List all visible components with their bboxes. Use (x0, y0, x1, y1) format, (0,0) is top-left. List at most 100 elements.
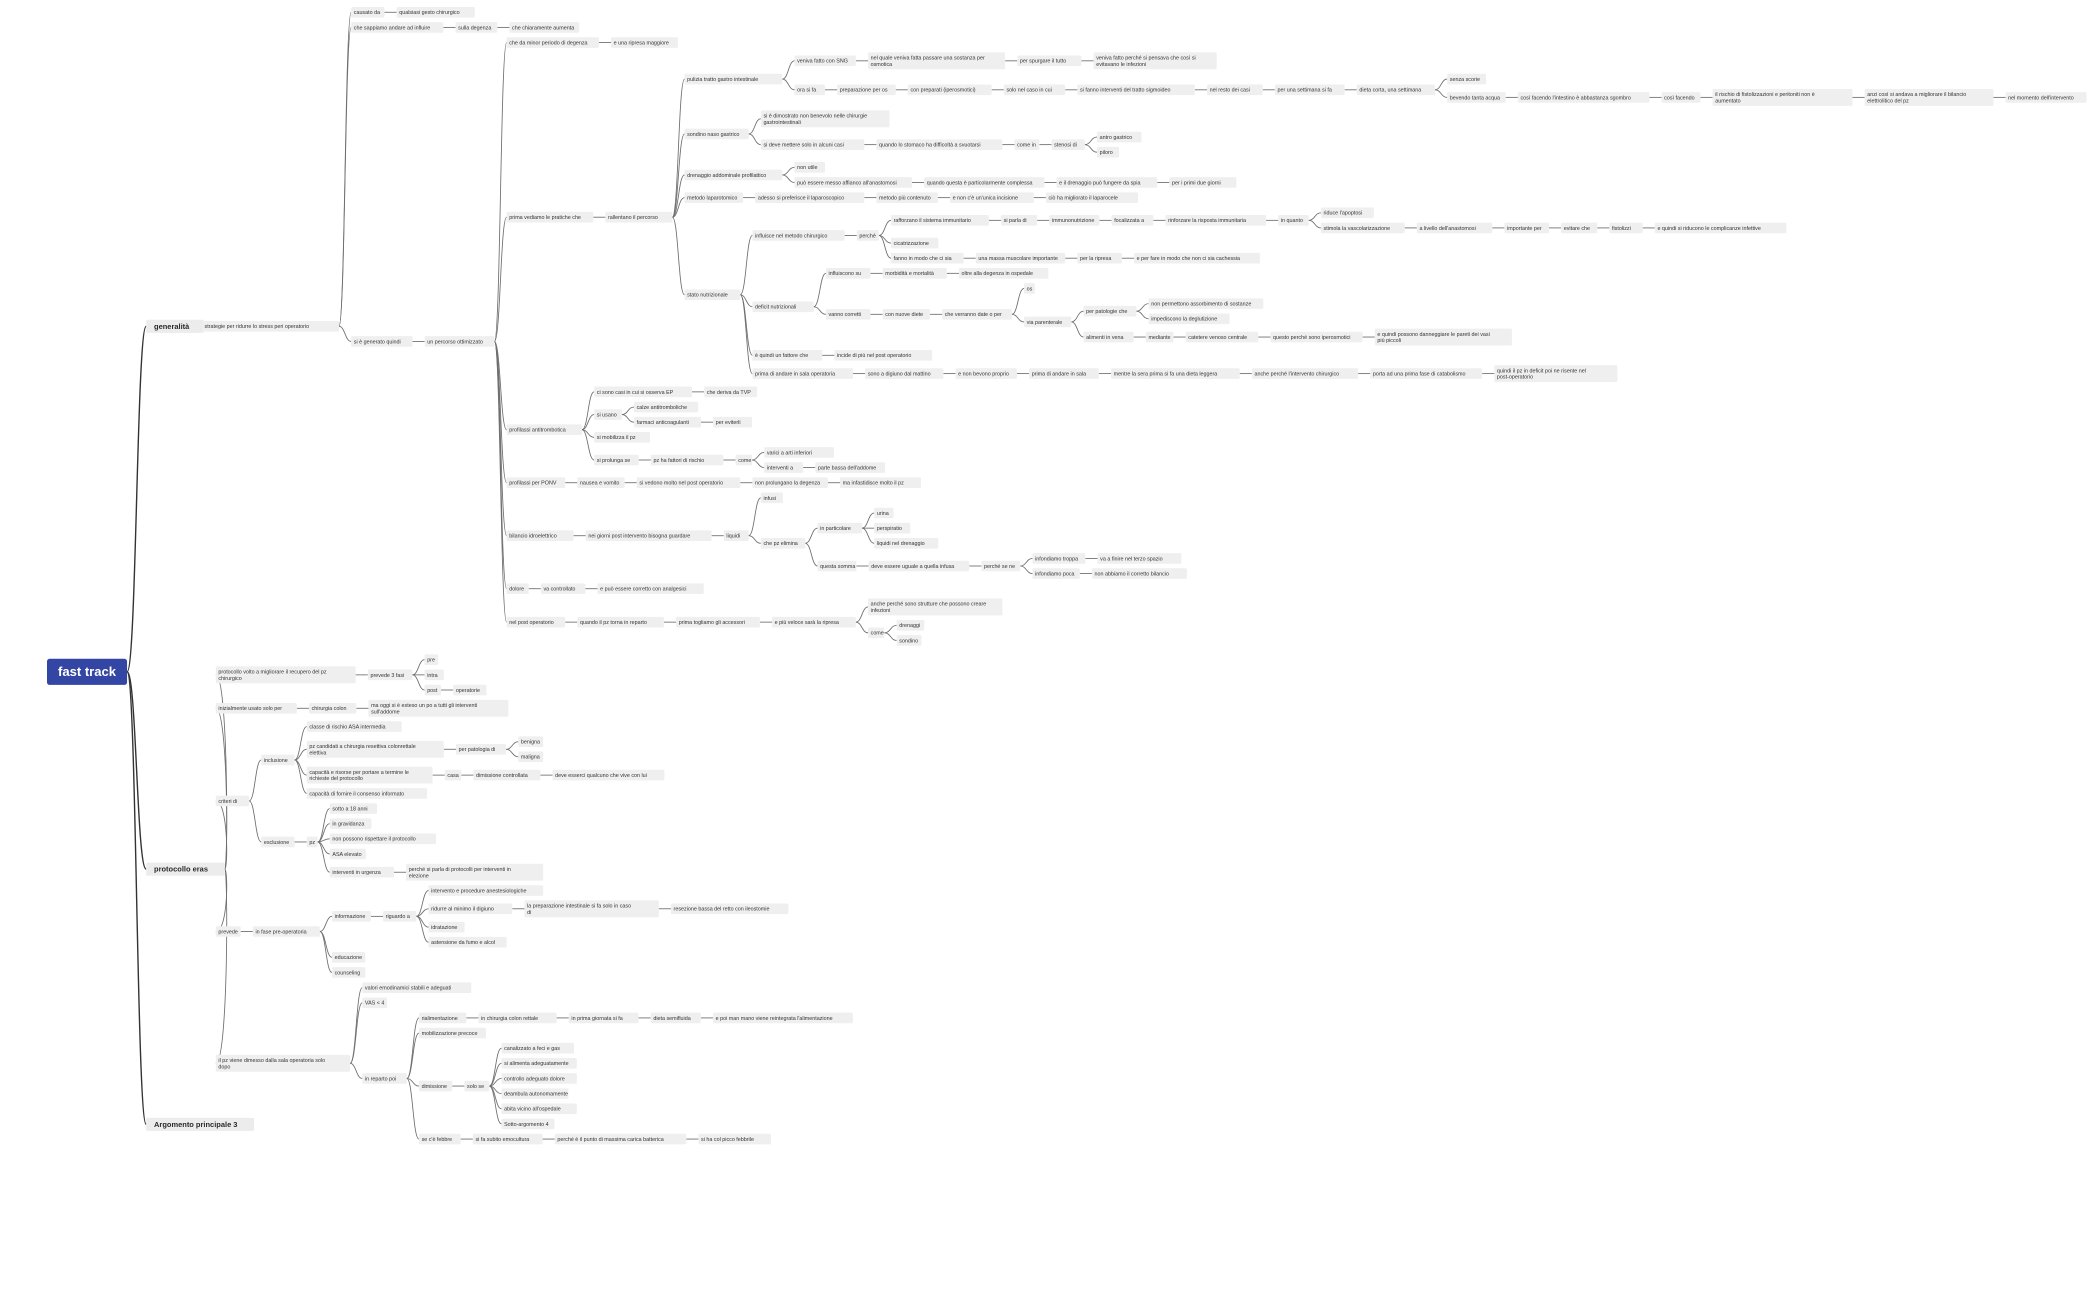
topic-generalita[interactable]: generalità (146, 319, 204, 333)
topic-perche-si-parla-di-protocolli-per-interv[interactable]: perché si parla di protocolli per interv… (406, 863, 544, 881)
topic-astensione-da-fumo-e-alcol[interactable]: astensione da fumo e alcol (428, 936, 507, 948)
topic-chirurgia-colon[interactable]: chirurgia colon (308, 702, 357, 714)
topic-dieta-semifluida[interactable]: dieta semifluida (650, 1012, 701, 1024)
topic-casa[interactable]: casa (444, 769, 462, 781)
topic-prima-vediamo-le-pratiche-che[interactable]: prima vediamo le pratiche che (506, 211, 594, 223)
topic-per-patologie-che[interactable]: per patologie che (1083, 305, 1137, 317)
topic-il-pz-viene-dimesso-dalla-sala-operatori[interactable]: il pz viene dimesso dalla sala operatori… (215, 1054, 351, 1072)
topic-prevede[interactable]: prevede (215, 926, 241, 937)
topic-e-piu-veloce-sara-la-ripresa[interactable]: e più veloce sarà la ripresa (772, 616, 856, 628)
topic-nei-giorni-post-intervento-bisogna-guard[interactable]: nei giorni post intervento bisogna guard… (585, 530, 712, 542)
topic-non-possono-rispettare-il-protocollo[interactable]: non possono rispettare il protocollo (329, 833, 436, 845)
topic-calze-antitromboliche[interactable]: calze antitromboliche (634, 401, 699, 413)
topic-dimissione[interactable]: dimissione (418, 1080, 453, 1092)
topic-dimissione-controllata[interactable]: dimissione controllata (473, 769, 541, 781)
topic-sondino-naso-gastrico[interactable]: sondino naso gastrico (684, 128, 749, 140)
topic-pz-candidati-a-chirurgia-resettiva-colon[interactable]: pz candidati a chirurgia resettiva colon… (306, 740, 444, 758)
topic-dolore[interactable]: dolore (506, 583, 529, 595)
topic-abita-vicino-all-ospedale[interactable]: abita vicino all'ospedale (501, 1103, 577, 1115)
topic-senza-scorie[interactable]: senza scorie (1447, 73, 1487, 85)
topic-strategie-per-ridurre-lo-stress-peri-ope[interactable]: strategie per ridurre lo stress peri ope… (201, 321, 339, 332)
topic-prima-di-andare-in-sala-operatoria[interactable]: prima di andare in sala operatoria (752, 368, 854, 379)
topic-sotto-argomento-4[interactable]: Sotto-argomento 4 (501, 1118, 555, 1130)
topic-e-il-drenaggio-puo-fungere-da-spia[interactable]: e il drenaggio può fungere da spia (1056, 177, 1158, 188)
topic-perche[interactable]: perché (856, 230, 879, 241)
topic-deficit-nutrizionali[interactable]: deficit nutrizionali (752, 301, 814, 313)
topic-oltre-alla-degenza-in-ospedale[interactable]: oltre alla degenza in ospedale (958, 268, 1049, 279)
topic-in-prima-giornata-si-fa[interactable]: in prima giornata si fa (568, 1012, 639, 1024)
topic-il-rischio-di-fistolizzazioni-e-peritoni[interactable]: il rischio di fistolizzazioni e peritoni… (1712, 88, 1853, 106)
topic-os[interactable]: os (1024, 283, 1035, 294)
topic-ci-sono-casi-in-cui-si-osserva-ep[interactable]: ci sono casi in cui si osserva EP (594, 386, 692, 398)
topic-nel-momento-dell-intervento[interactable]: nel momento dell'intervento (2005, 92, 2087, 103)
topic-catetere-venoso-centrale[interactable]: catetere venoso centrale (1185, 331, 1259, 343)
topic-prevede-3-fasi[interactable]: prevede 3 fasi (367, 669, 413, 681)
topic-inclusione[interactable]: inclusione (261, 754, 295, 766)
topic-preparazione-per-os[interactable]: preparazione per os (837, 84, 896, 96)
topic-quando-lo-stomaco-ha-difficolta-a-svuota[interactable]: quando lo stomaco ha difficoltà a svuota… (876, 139, 1003, 150)
topic-vas-4[interactable]: VAS < 4 (362, 997, 388, 1009)
topic-influiscono-su[interactable]: influiscono su (825, 268, 871, 279)
topic-counseling[interactable]: counseling (331, 967, 366, 978)
topic-si-deve-mettere-solo-in-alcuni-casi[interactable]: si deve mettere solo in alcuni casi (760, 139, 865, 150)
topic-mentre-la-sera-prima-si-fa-una-dieta-leg[interactable]: mentre la sera prima si fa una dieta leg… (1111, 368, 1240, 379)
topic-per-spurgare-il-tutto[interactable]: per spurgare il tutto (1017, 55, 1082, 67)
topic-bevendo-tanta-acqua[interactable]: bevendo tanta acqua (1447, 92, 1506, 103)
topic-prima-di-andare-in-sala[interactable]: prima di andare in sala (1029, 368, 1099, 379)
topic-pre[interactable]: pre (424, 654, 439, 666)
topic-in-particolare[interactable]: in particolare (817, 522, 863, 534)
topic-profilassi-per-ponv[interactable]: profilassi per PONV (506, 477, 566, 489)
topic-nausea-e-vomito[interactable]: nausea e vomito (577, 477, 625, 489)
topic-va-controllato[interactable]: va controllato (540, 583, 586, 595)
topic-una-massa-muscolare-importante[interactable]: una massa muscolare importante (975, 252, 1066, 264)
topic-incide-di-piu-nel-post-operatorio[interactable]: incide di più nel post operatorio (834, 350, 933, 361)
topic-veniva-fatto-perche-si-pensava-che-cosi-[interactable]: veniva fatto perché si pensava che così … (1093, 52, 1217, 70)
topic-post[interactable]: post (424, 684, 442, 696)
topic-liquidi[interactable]: liquidi (723, 530, 749, 542)
topic-non-utile[interactable]: non utile (794, 162, 825, 173)
topic-resezione-bassa-del-retto-con-ileostomie[interactable]: resezione bassa del retto con ileostomie (670, 903, 789, 915)
topic-cio-ha-migliorato-il-laparocele[interactable]: ciò ha migliorato il laparocele (1045, 192, 1139, 203)
topic-come-in[interactable]: come in (1014, 139, 1040, 150)
topic-ma-oggi-si-e-esteso-un-po-a-tutti-gli-in[interactable]: ma oggi si è esteso un po a tutti gli in… (368, 699, 509, 717)
topic-ma-infastidisce-molto-il-pz[interactable]: ma infastidisce molto il pz (839, 477, 921, 489)
topic-porta-ad-una-prima-fase-di-catabolismo[interactable]: porta ad una prima fase di catabolismo (1370, 368, 1483, 379)
topic-protocollo-eras[interactable]: protocollo eras (146, 862, 225, 876)
topic-deve-esserci-qualcuno-che-vive-con-lui[interactable]: deve esserci qualcuno che vive con lui (552, 769, 665, 781)
topic-per-i-primi-due-giorni[interactable]: per i primi due giorni (1169, 177, 1237, 188)
topic-cicatrizzazione[interactable]: cicatrizzazione (891, 237, 939, 249)
topic-esclusione[interactable]: esclusione (261, 836, 295, 848)
topic-si-e-dimostrato-non-benevolo-nelle-chiru[interactable]: si è dimostrato non benevolo nelle chiru… (760, 110, 890, 128)
topic-stenosi-di[interactable]: stenosi di (1051, 139, 1085, 150)
topic-infondiamo-poca[interactable]: infondiamo poca (1032, 568, 1080, 579)
topic-e-quindi-si-riducono-le-complicanze-infe[interactable]: e quindi si riducono le complicanze infe… (1654, 222, 1787, 234)
topic-si-e-generato-quindi[interactable]: si è generato quindi (351, 336, 413, 347)
topic-alimenti-in-vena[interactable]: alimenti in vena (1083, 331, 1134, 343)
topic-qualsiasi-gesto-chirurgico[interactable]: qualsiasi gesto chirurgico (396, 6, 475, 18)
topic-benigna[interactable]: benigna (518, 736, 544, 748)
topic-dieta-corta-una-settimana[interactable]: dieta corta, una settimana (1356, 84, 1435, 96)
topic-e-quindi-possono-danneggiare-le-pareti-d[interactable]: e quindi possono danneggiare le pareti d… (1374, 328, 1512, 346)
topic-si-prolunga-se[interactable]: si prolunga se (594, 454, 639, 466)
topic-in-chirurgia-colon-rettale[interactable]: in chirurgia colon rettale (478, 1012, 557, 1024)
topic-in-fase-pre-operatoria[interactable]: in fase pre-operatoria (252, 926, 320, 937)
topic-deambula-autonomamente[interactable]: deambula autonomamente (501, 1088, 569, 1099)
topic-riguardo-a[interactable]: riguardo a (383, 911, 417, 922)
topic-si-mobilizza-il-pz[interactable]: si mobilizza il pz (594, 431, 650, 443)
topic-mobilizzazione-precoce[interactable]: mobilizzazione precoce (418, 1027, 486, 1039)
topic-nel-resto-dei-casi[interactable]: nel resto dei casi (1206, 84, 1263, 96)
topic-solo-se[interactable]: solo se (464, 1080, 490, 1092)
topic-prima-togliamo-gli-accessori[interactable]: prima togliamo gli accessori (676, 616, 760, 628)
topic-valori-emodinamici-stabili-e-adeguati[interactable]: valori emodinamici stabili e adeguati (362, 982, 472, 993)
topic-asa-elevato[interactable]: ASA elevato (329, 848, 366, 860)
topic-che-verranno-date-o-per[interactable]: che verranno date o per (942, 309, 1012, 320)
topic-in-gravidanza[interactable]: in gravidanza (329, 818, 372, 829)
topic-per-la-ripresa[interactable]: per la ripresa (1077, 252, 1122, 264)
topic-e-per-fare-in-modo-che-non-ci-sia-caches[interactable]: e per fare in modo che non ci sia caches… (1134, 252, 1260, 264)
topic-con-preparati-iperosmotici[interactable]: con preparati (iperosmotici) (907, 84, 992, 96)
topic-influisce-nel-metodo-chirurgico[interactable]: influisce nel metodo chirurgico (752, 230, 845, 241)
topic-non-prolungano-la-degenza[interactable]: non prolungano la degenza (752, 477, 828, 489)
central-topic[interactable]: fast track (46, 658, 128, 685)
topic-sotto-a-18-anni[interactable]: sotto a 18 anni (329, 803, 378, 814)
topic-stato-nutrizionale[interactable]: stato nutrizionale (684, 289, 741, 301)
